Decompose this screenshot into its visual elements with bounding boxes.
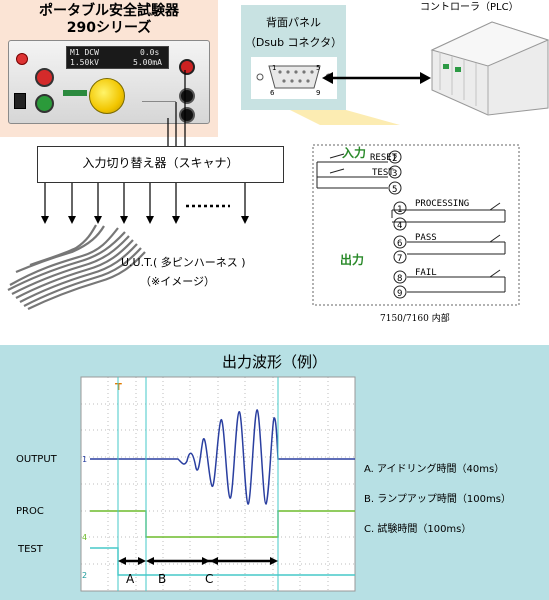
tester-scanner-cables [167, 70, 186, 146]
dsub-title: 背面パネル [266, 16, 321, 29]
dsub-callout-connector [290, 110, 400, 125]
reset-knob [35, 68, 54, 87]
lcd-line1-right: 0.0s [140, 48, 160, 57]
phase-b-label: B [158, 572, 166, 586]
logo-badge [63, 90, 87, 96]
dsub-plc-arrow [322, 72, 431, 84]
proc-trace [90, 510, 355, 538]
ch-marker-test: 2 [82, 571, 87, 580]
test-label: TEST [372, 168, 394, 178]
scanner-box [37, 146, 284, 183]
waveform-title: 出力波形（例） [221, 353, 327, 371]
output-trace [90, 409, 355, 505]
channel-label-proc: PROC [16, 506, 44, 517]
internal-output-title: 出力 [340, 252, 364, 267]
ch-marker-proc: 4 [82, 533, 87, 542]
tester-title: ポータブル安全試験器 [39, 3, 179, 19]
legend-idle: A. アイドリング時間（40ms） [364, 464, 505, 475]
scope-border [80, 376, 356, 592]
power-switch [14, 93, 26, 109]
internal-pin-6: 6 [397, 239, 402, 249]
plc-image [430, 21, 549, 116]
pass-label: PASS [415, 233, 437, 243]
fail-label: FAIL [415, 268, 437, 278]
lcd-line2-left: 1.50kV [70, 58, 99, 67]
internal-pin-7: 7 [397, 254, 402, 264]
phase-arrows [118, 557, 278, 565]
plc-title: コントローラ（PLC） [420, 2, 519, 13]
voltage-knob [89, 78, 125, 114]
processing-label: PROCESSING [415, 199, 469, 209]
dsub-subtitle: （Dsub コネクタ） [244, 36, 343, 49]
phase-c-label: C [205, 572, 213, 586]
legend-ramp: B. ランプアップ時間（100ms） [364, 494, 511, 505]
internal-pin-2: 2 [392, 154, 397, 164]
ch-marker-output: 1 [82, 455, 87, 464]
lcd-display: M1 DCW 0.0s 1.50kV 5.00mA [66, 46, 169, 69]
internal-pin-8: 8 [397, 274, 402, 284]
lcd-line1-left: M1 DCW [70, 48, 99, 57]
dsub-pin-label: 6 [270, 89, 275, 97]
internal-pin-9: 9 [397, 289, 402, 299]
internal-caption: 7150/7160 内部 [380, 312, 450, 324]
dsub-pin-label: 9 [316, 89, 320, 97]
uut-label: U.U.T.( 多ピンハーネス ) [121, 256, 246, 269]
uut-note: （※イメージ） [140, 275, 215, 288]
lcd-line2-right: 5.00mA [133, 58, 162, 67]
reset-label: RESET [370, 153, 398, 163]
dsub-pin-label: 1 [272, 64, 276, 72]
internal-pin-5: 5 [392, 185, 397, 195]
scanner-output-arrows [41, 181, 249, 224]
return-terminal-1 [179, 88, 195, 104]
tester-model: 290シリーズ [66, 20, 152, 36]
internal-input-title: 入力 [342, 145, 366, 160]
phase-a-label: A [126, 572, 135, 586]
return-terminal-2 [179, 107, 195, 123]
power-button [16, 53, 28, 65]
internal-pin-4: 4 [397, 221, 402, 231]
channel-label-test: TEST [18, 544, 43, 555]
model-label [142, 93, 176, 102]
test-knob [35, 94, 54, 113]
hv-terminal [179, 59, 195, 75]
legend-test: C. 試験時間（100ms） [364, 524, 472, 535]
dsub-pin-label: 5 [316, 64, 320, 72]
tester-device-image: M1 DCW 0.0s 1.50kV 5.00mA [8, 40, 210, 124]
scanner-label: 入力切り替え器（スキャナ） [82, 156, 239, 170]
internal-circuit [312, 144, 520, 306]
harness-wires-image [7, 224, 146, 310]
internal-pin-3: 3 [392, 169, 397, 179]
channel-label-output: OUTPUT [16, 454, 57, 465]
internal-pin-1: 1 [397, 205, 402, 215]
